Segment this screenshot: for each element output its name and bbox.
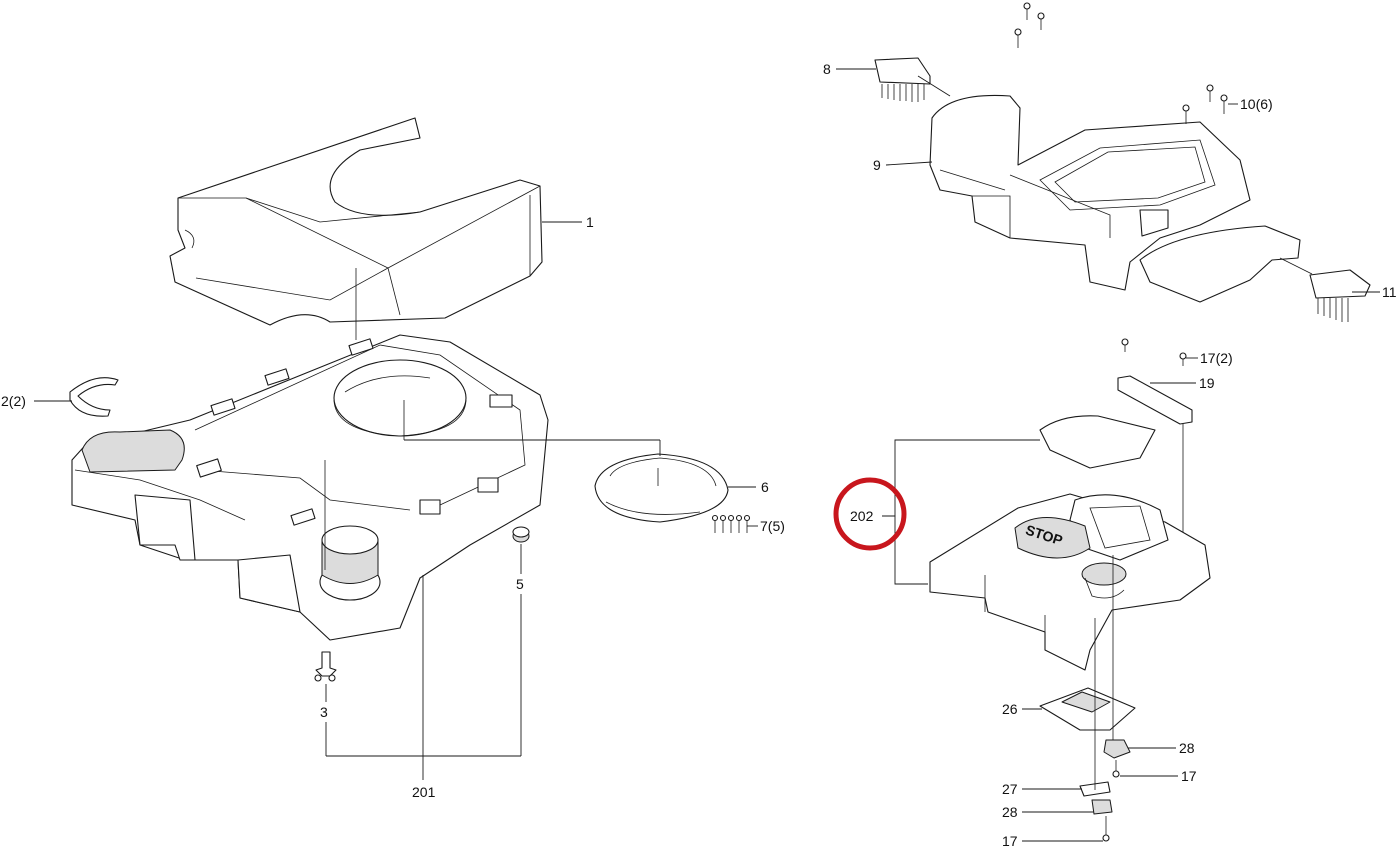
screws-top bbox=[1014, 2, 1228, 124]
leader-lines bbox=[34, 68, 1380, 842]
label-part-8: 8 bbox=[823, 61, 831, 77]
brush-part-11 bbox=[1309, 269, 1371, 322]
label-part-7: 7(5) bbox=[760, 518, 785, 534]
label-part-2: 2(2) bbox=[1, 393, 26, 409]
label-part-11: 11 bbox=[1382, 284, 1397, 300]
side-strip-part-2 bbox=[69, 377, 119, 417]
cover-sheet bbox=[1039, 415, 1156, 469]
label-part-17-bottom: 17 bbox=[1002, 833, 1018, 849]
label-part-17-top: 17(2) bbox=[1200, 350, 1233, 366]
plate-part-26 bbox=[1039, 687, 1136, 731]
label-part-5: 5 bbox=[516, 576, 524, 592]
screws-part-7 bbox=[711, 514, 751, 533]
clip-part-3 bbox=[314, 651, 337, 682]
latch-part-28 bbox=[1091, 739, 1131, 815]
part-labels: 1 2(2) 6 7(5) 5 3 201 8 9 10(6) 11 17(2)… bbox=[1, 61, 1397, 849]
label-part-3: 3 bbox=[320, 704, 328, 720]
label-part-28-upper: 28 bbox=[1179, 740, 1195, 756]
label-part-6: 6 bbox=[761, 479, 769, 495]
brush-part-8 bbox=[874, 57, 931, 102]
label-part-17-middle: 17 bbox=[1181, 768, 1197, 784]
round-plate-part-6 bbox=[594, 453, 729, 523]
label-part-1: 1 bbox=[586, 214, 594, 230]
label-part-28-lower: 28 bbox=[1002, 804, 1018, 820]
label-part-27: 27 bbox=[1002, 781, 1018, 797]
label-part-19: 19 bbox=[1199, 375, 1215, 391]
screws-part-17-lower bbox=[1102, 760, 1120, 842]
chassis-part-201 bbox=[71, 268, 549, 641]
label-part-9: 9 bbox=[873, 157, 881, 173]
plug-part-5 bbox=[512, 526, 530, 543]
screws-part-17 bbox=[1121, 338, 1187, 366]
label-part-26: 26 bbox=[1002, 701, 1018, 717]
frame-part-9 bbox=[929, 94, 1251, 291]
label-part-201: 201 bbox=[412, 784, 436, 800]
right-shell-part-11 bbox=[1139, 225, 1301, 303]
label-part-10: 10(6) bbox=[1240, 96, 1273, 112]
top-cover-part-1 bbox=[169, 117, 543, 326]
highlight-circle bbox=[833, 477, 907, 551]
label-part-202: 202 bbox=[850, 508, 874, 524]
control-panel-part-202: STOP bbox=[929, 493, 1211, 671]
bracket-part-19 bbox=[1117, 375, 1193, 535]
